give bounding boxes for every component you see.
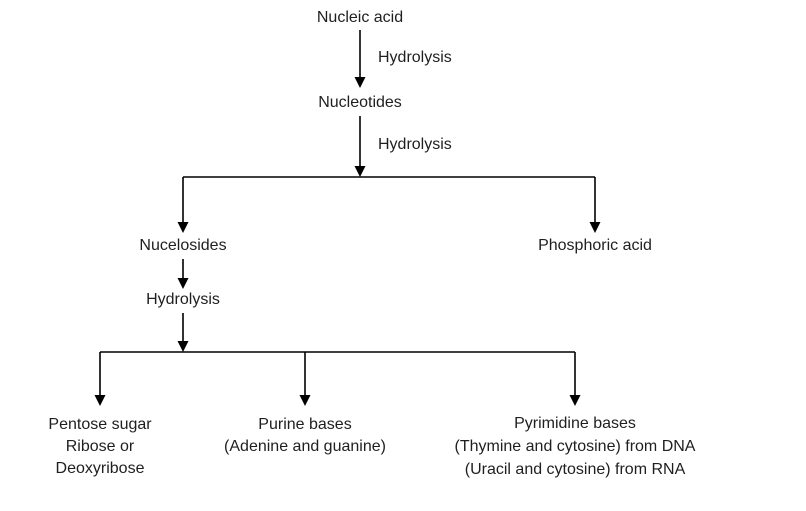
node-phosphoric-acid: Phosphoric acid (538, 237, 652, 254)
purine-line-2: (Adenine and guanine) (224, 438, 386, 455)
node-pentose-sugar: Pentose sugar Ribose or Deoxyribose (48, 414, 151, 480)
pentose-line-2: Ribose or (65, 438, 135, 455)
edge-label-hydrolysis-1: Hydrolysis (378, 49, 452, 66)
pyrimidine-line-2: (Thymine and cytosine) from DNA (454, 438, 696, 455)
arrow-nucleosides-to-hydrolysis (177, 259, 189, 289)
purine-line-1: Purine bases (258, 416, 352, 433)
arrow-nucleotides-to-branch (354, 116, 366, 177)
arrow-branch-to-nucleosides (177, 177, 189, 233)
arrow-hydrolysis-to-branch (177, 313, 189, 352)
pentose-line-3: Deoxyribose (55, 460, 145, 477)
pyrimidine-line-3: (Uracil and cytosine) from RNA (464, 461, 686, 478)
node-nucleotides: Nucleotides (318, 94, 402, 111)
arrow-nucleicacid-to-nucleotides (354, 30, 366, 88)
node-nucleic-acid: Nucleic acid (316, 9, 404, 26)
edge-label-hydrolysis-3: Hydrolysis (146, 291, 220, 308)
arrow-branch-to-purine (299, 352, 311, 406)
pentose-line-1: Pentose sugar (48, 416, 152, 433)
arrow-branch-to-pyrimidine (569, 352, 581, 406)
pyrimidine-line-1: Pyrimidine bases (514, 415, 636, 432)
edge-label-hydrolysis-2: Hydrolysis (378, 136, 452, 153)
arrow-branch-to-pentose (94, 352, 106, 406)
arrow-branch-to-phosphoric-acid (589, 177, 601, 233)
node-purine-bases: Purine bases (Adenine and guanine) (224, 414, 386, 458)
node-nucleosides: Nucelosides (139, 237, 227, 254)
node-pyrimidine-bases: Pyrimidine bases (Thymine and cytosine) … (455, 412, 696, 481)
